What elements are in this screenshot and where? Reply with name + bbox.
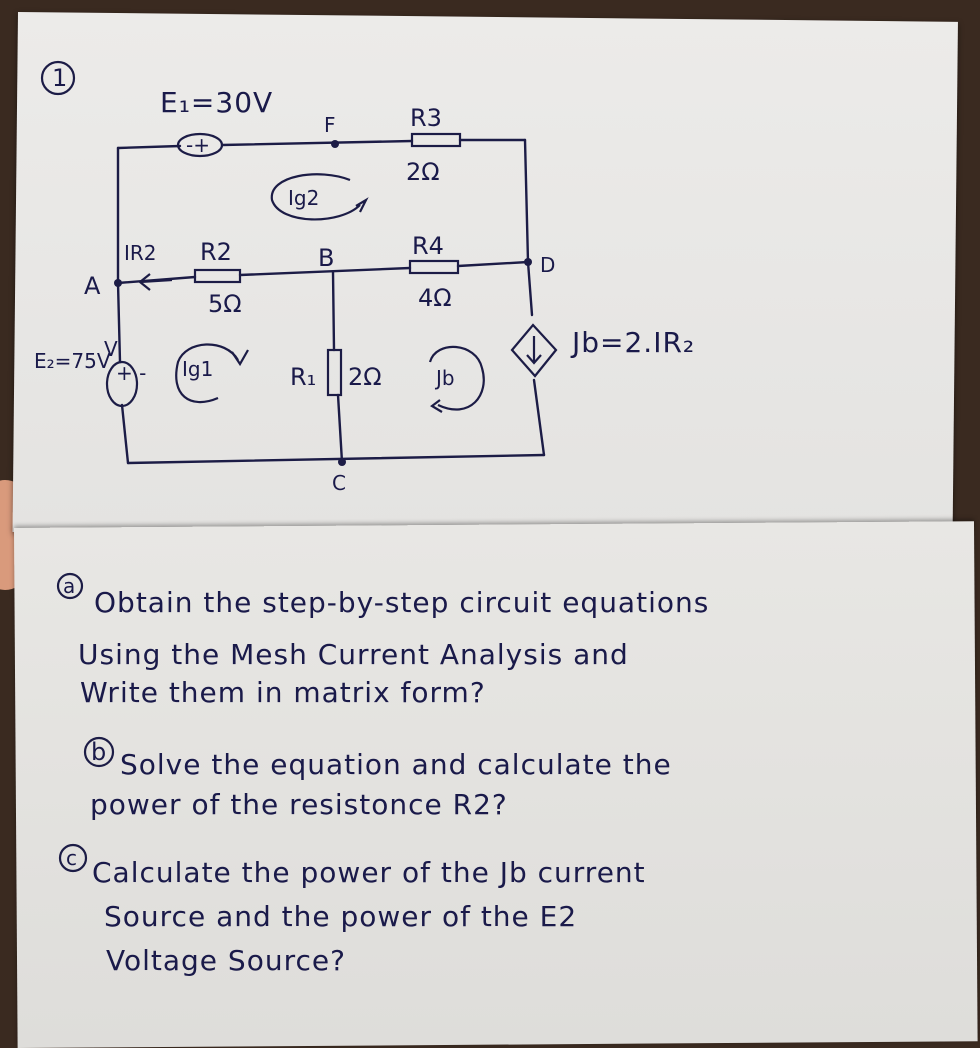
question-a-marker [56, 572, 84, 600]
R1-label: R₁ [290, 363, 316, 391]
circuit-diagram: 1 -+ [34, 60, 695, 495]
R1-resistor [326, 348, 343, 397]
E1-label: E₁=30V [160, 86, 273, 119]
node-A [114, 279, 122, 287]
question-b-line-1: Solve the equation and calculate the [120, 748, 672, 781]
node-F-label: F [324, 113, 336, 137]
node-D-label: D [540, 253, 555, 277]
node-B-label: B [318, 244, 334, 272]
question-c-marker [58, 843, 88, 873]
question-a-line-1: Obtain the step-by-step circuit equation… [94, 586, 709, 619]
question-b-marker [83, 736, 115, 768]
R2-value: 5Ω [208, 290, 242, 318]
R3-value: 2Ω [406, 158, 440, 186]
problem-number-circle [40, 60, 76, 96]
question-a-label: a [63, 574, 75, 598]
question-b-line-2: power of the resistonce R2? [90, 788, 508, 821]
node-F [331, 140, 339, 148]
R4-resistor [408, 259, 460, 275]
R2-label: R2 [200, 238, 232, 266]
E1-source: -+ [176, 132, 224, 158]
node-C [338, 458, 346, 466]
Ig1-label: Ig1 [182, 357, 213, 381]
Ig2-loop-arrow [270, 173, 369, 221]
question-a-line-3: Write them in matrix form? [80, 676, 486, 709]
R3-resistor [410, 132, 462, 148]
Jb-formula: Jb=2.IR₂ [570, 326, 695, 359]
question-c-line-3: Voltage Source? [106, 944, 346, 977]
node-C-label: C [332, 471, 346, 495]
Ig2-label: Ig2 [288, 186, 319, 210]
question-c-line-2: Source and the power of the E2 [104, 900, 577, 933]
Jb-current-source [510, 323, 558, 378]
Jb-loop-label: Jb [434, 366, 455, 390]
E2-unit-mark: V [104, 337, 118, 361]
Ig1-loop-arrow [175, 343, 249, 404]
R4-label: R4 [412, 232, 444, 260]
question-c-line-1: Calculate the power of the Jb current [92, 856, 646, 889]
question-a-line-2: Using the Mesh Current Analysis and [78, 638, 629, 671]
R2-resistor [193, 268, 242, 284]
IR2-label: IR2 [124, 241, 157, 265]
R4-value: 4Ω [418, 284, 452, 312]
question-b-label: b [91, 738, 106, 766]
node-D [524, 258, 532, 266]
node-A-label: A [84, 272, 101, 300]
E2-label: E₂=75V [34, 349, 111, 373]
IR2-arrow [138, 273, 173, 291]
Jb-loop-arrow [428, 345, 485, 413]
photo-stage: 1 -+ [0, 12, 978, 1048]
problem-number: 1 [52, 64, 67, 92]
E2-source: + - [105, 360, 146, 408]
questions-panel: a Obtain the step-by-step circuit equati… [56, 572, 709, 977]
circuit-wires [116, 138, 546, 465]
R1-value: 2Ω [348, 363, 382, 391]
question-c-label: c [66, 846, 77, 870]
svg-text:+ -: + - [116, 361, 146, 385]
R3-label: R3 [410, 104, 442, 132]
svg-text:-+: -+ [186, 133, 210, 157]
